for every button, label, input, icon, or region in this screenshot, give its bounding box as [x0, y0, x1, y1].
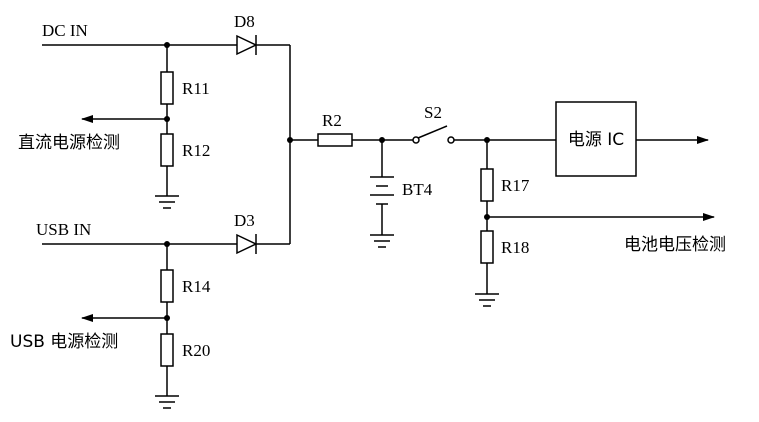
d3-label: D3 [234, 211, 255, 230]
dc-detect-label: 直流电源检测 [18, 133, 120, 153]
r2-label: R2 [322, 111, 342, 130]
usb-in-label: USB IN [36, 220, 91, 239]
r18-label: R18 [501, 238, 529, 257]
r18-resistor [480, 230, 494, 264]
dc-ground-icon [155, 195, 179, 209]
r12-label: R12 [182, 141, 210, 160]
power-ic-label: 电源 IC [568, 130, 624, 150]
d8-label: D8 [234, 12, 255, 31]
dc-in-label: DC IN [42, 21, 88, 40]
battery-detect-label: 电池电压检测 [624, 235, 726, 255]
d3-diode [236, 233, 290, 255]
r20-resistor [160, 333, 174, 367]
r2-resistor [317, 133, 353, 147]
r20-label: R20 [182, 341, 210, 360]
r12-resistor [160, 133, 174, 167]
s2-label: S2 [424, 103, 442, 122]
s2-switch [412, 125, 455, 144]
power-ic-box [555, 101, 637, 177]
bt4-label: BT4 [402, 180, 433, 199]
r11-label: R11 [182, 79, 210, 98]
divider-ground-icon [475, 293, 499, 307]
usb-ground-icon [155, 395, 179, 409]
bt4-battery-icon [370, 176, 394, 205]
r11-resistor [160, 71, 174, 105]
r17-label: R17 [501, 176, 530, 195]
r17-resistor [480, 168, 494, 202]
r14-label: R14 [182, 277, 211, 296]
battery-ground-icon [370, 234, 394, 248]
r14-resistor [160, 269, 174, 303]
usb-detect-label: USB 电源检测 [10, 332, 118, 352]
d8-diode [236, 34, 290, 56]
